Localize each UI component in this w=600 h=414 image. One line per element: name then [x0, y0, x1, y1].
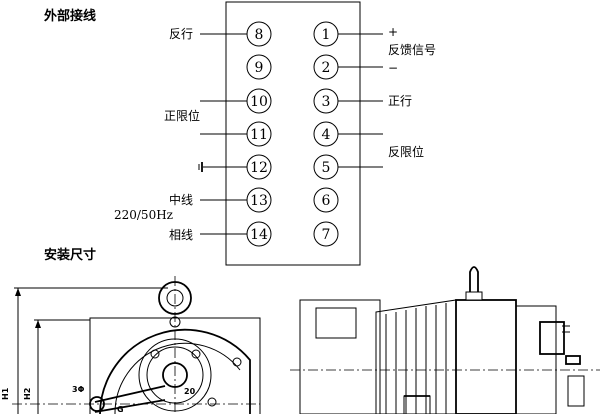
dim-g-label: G	[117, 405, 124, 414]
label-feedback: 反馈信号	[388, 43, 436, 57]
label-forward: 正行	[388, 94, 412, 108]
bolt-hole	[169, 316, 181, 328]
motor-fins	[385, 303, 447, 414]
terminal-9-label: 9	[255, 60, 264, 76]
label-supply: 220/50Hz	[114, 208, 173, 222]
terminal-7-label: 7	[322, 227, 331, 243]
side-flange	[299, 299, 381, 414]
right-leads	[338, 33, 383, 168]
dim-phi-label: 3Φ	[72, 385, 85, 394]
lever-arm-upper	[94, 385, 166, 403]
terminal-column-right: 1 2 3 4 5 6 7	[313, 21, 339, 247]
label-minus: −	[388, 61, 398, 75]
terminal-6-label: 6	[322, 193, 331, 209]
terminal-7	[313, 221, 339, 247]
side-bracket	[403, 395, 431, 414]
dim-h2-label: H2	[23, 388, 32, 400]
terminal-11-label: 11	[250, 127, 268, 143]
terminal-8-label: 8	[255, 27, 264, 43]
dim-h1-label: H1	[1, 387, 10, 400]
terminal-1-label: 1	[322, 27, 331, 43]
terminal-5-label: 5	[322, 160, 331, 176]
terminal-14-label: 14	[250, 227, 268, 243]
housing-arc-outer	[99, 328, 251, 414]
terminal-12-label: 12	[250, 160, 268, 176]
bolt-hole	[207, 397, 217, 407]
terminal-box	[539, 321, 565, 355]
gearbox-block	[455, 299, 517, 414]
label-reverse-limit: 反限位	[388, 144, 424, 159]
side-lifting-eye	[469, 266, 479, 300]
heading-wiring: 外部接线	[43, 8, 96, 24]
terminal-13-label: 13	[250, 193, 268, 209]
terminal-4-label: 4	[322, 127, 331, 143]
lever-arm-lower	[94, 399, 166, 413]
heading-install: 安装尺寸	[44, 247, 96, 263]
label-forward-limit: 正限位	[164, 108, 200, 123]
hub	[162, 362, 188, 388]
bolt-hole	[150, 349, 160, 359]
label-plus: +	[388, 25, 398, 39]
install-drawing-front: H1 H2 3Φ G 20	[1, 276, 261, 414]
housing-arc-inner	[114, 342, 241, 414]
bolt-hole	[232, 357, 242, 367]
bolt-hole	[191, 349, 201, 359]
terminal-3-label: 3	[322, 94, 331, 110]
end-cover	[515, 305, 557, 414]
label-neutral: 中线	[169, 192, 193, 207]
left-leads	[198, 33, 247, 235]
side-nut	[565, 355, 581, 365]
terminal-column-left: 8 9 10 11 12 13 14	[246, 21, 272, 247]
terminal-2-label: 2	[322, 60, 331, 76]
label-phase: 相线	[169, 228, 193, 242]
terminal-10-label: 10	[250, 94, 268, 110]
install-drawing-side	[290, 266, 600, 414]
gear-ring	[138, 338, 212, 412]
terminal-9	[246, 54, 272, 80]
terminal-6	[313, 187, 339, 213]
motor-body	[375, 299, 457, 414]
label-reverse: 反行	[169, 27, 193, 41]
dim-20-label: 20	[184, 387, 196, 396]
